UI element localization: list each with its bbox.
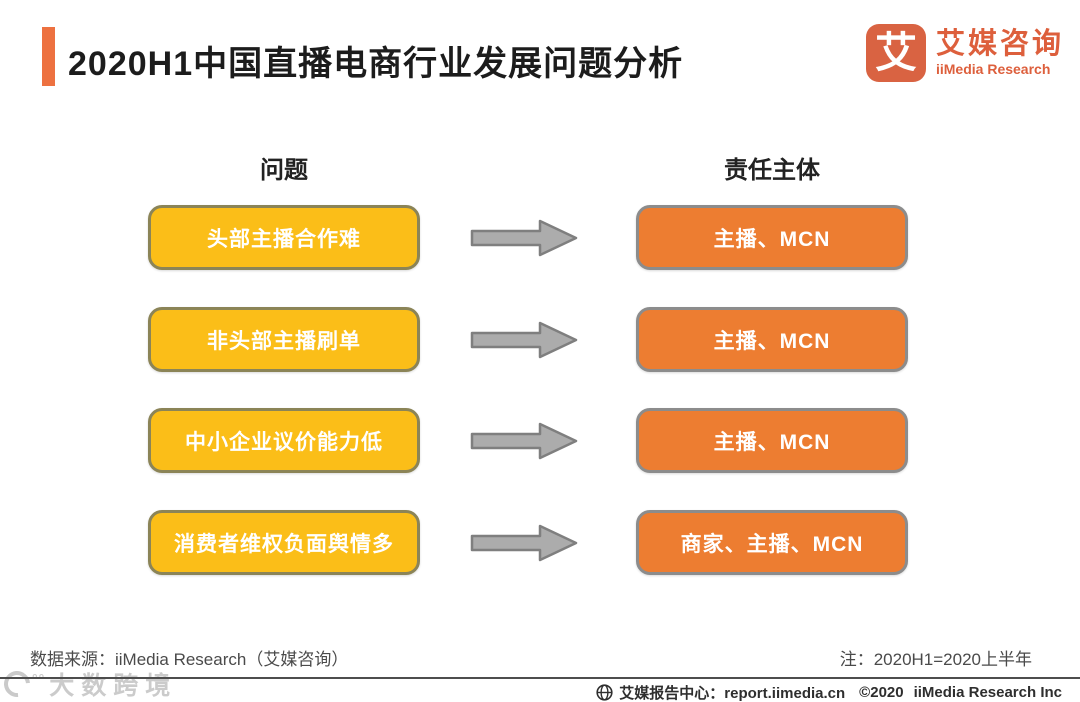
copyright-text: ©2020 bbox=[859, 684, 904, 701]
problem-box: 非头部主播刷单 bbox=[148, 307, 420, 372]
title-accent-bar bbox=[42, 27, 55, 86]
iimedia-logo: 艾 艾媒咨询 iiMedia Research bbox=[865, 24, 1064, 82]
iimedia-logo-icon: 艾 bbox=[865, 24, 926, 82]
responsible-box: 主播、MCN bbox=[636, 307, 908, 372]
watermark-text: 大数跨境 bbox=[49, 672, 178, 700]
mapping-row: 非头部主播刷单 主播、MCN bbox=[0, 307, 1080, 372]
logo-name-en: iiMedia Research bbox=[935, 60, 1051, 77]
iimedia-logo-text: 艾媒咨询 iiMedia Research bbox=[935, 27, 1064, 78]
responsible-box: 主播、MCN bbox=[636, 408, 908, 473]
report-center-link[interactable]: 艾媒报告中心：report.iimedia.cn bbox=[619, 685, 846, 702]
right-arrow-icon bbox=[470, 219, 578, 257]
problem-box: 中小企业议价能力低 bbox=[148, 408, 420, 473]
problem-box: 消费者维权负面舆情多 bbox=[148, 510, 420, 575]
watermark: °° 大数跨境 bbox=[0, 665, 178, 702]
note-text: 注：2020H1=2020上半年 bbox=[839, 650, 1032, 669]
globe-icon bbox=[596, 684, 613, 701]
column-header-problems: 问题 bbox=[260, 157, 308, 184]
company-text: iiMedia Research Inc bbox=[913, 684, 1062, 701]
report-center-bar: 艾媒报告中心：report.iimedia.cn ©2020 iiMedia R… bbox=[596, 682, 1062, 702]
mapping-row: 消费者维权负面舆情多 商家、主播、MCN bbox=[0, 510, 1080, 575]
right-arrow-icon bbox=[470, 524, 578, 562]
problem-box: 头部主播合作难 bbox=[148, 205, 420, 270]
column-header-responsibility: 责任主体 bbox=[724, 157, 820, 184]
responsible-box: 商家、主播、MCN bbox=[636, 510, 908, 575]
mapping-row: 中小企业议价能力低 主播、MCN bbox=[0, 408, 1080, 473]
footer-divider bbox=[0, 677, 1080, 679]
watermark-logo-icon bbox=[0, 665, 36, 702]
right-arrow-icon bbox=[470, 422, 578, 460]
logo-name-cn: 艾媒咨询 bbox=[935, 27, 1064, 60]
right-arrow-icon bbox=[470, 321, 578, 359]
page-title: 2020H1中国直播电商行业发展问题分析 bbox=[68, 45, 684, 83]
responsible-box: 主播、MCN bbox=[636, 205, 908, 270]
watermark-logo-dots: °° bbox=[32, 671, 46, 687]
mapping-row: 头部主播合作难 主播、MCN bbox=[0, 205, 1080, 270]
data-source-text: 数据来源：iiMedia Research（艾媒咨询） bbox=[30, 650, 349, 669]
